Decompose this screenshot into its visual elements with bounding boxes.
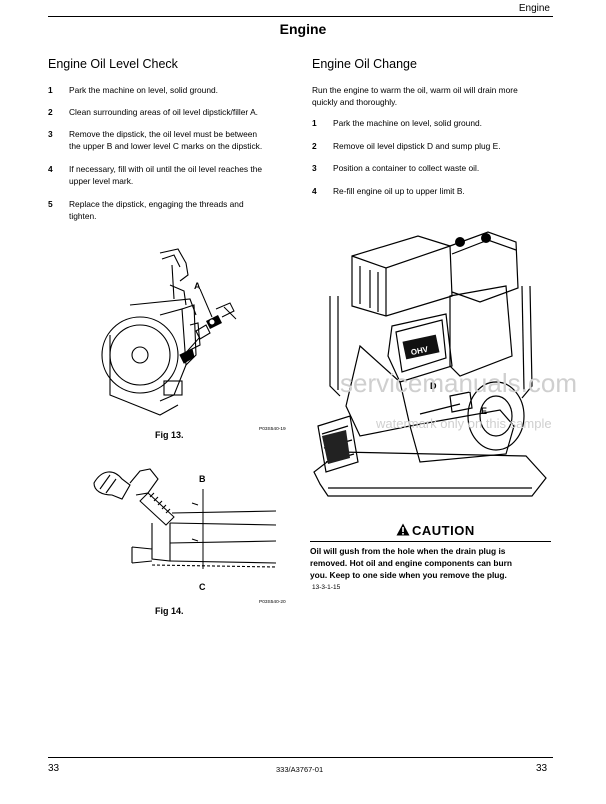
caution-title: CAUTION xyxy=(412,523,475,538)
watermark-sample: watermark only on this sample xyxy=(375,416,552,431)
fig14-dipstick-marks-illustration xyxy=(93,468,277,569)
engine-callout-e: E xyxy=(481,406,488,416)
fig14-label: Fig 14. xyxy=(155,606,184,616)
fig13-callout-a: A xyxy=(194,281,201,291)
left-step-5: 5 Replace the dipstick, engaging the thr… xyxy=(48,199,244,221)
engine-callout-d: D xyxy=(430,381,437,391)
watermark-overlay: servicemanuals.com watermark only on thi… xyxy=(340,368,577,431)
caution-text: Oil will gush from the hole when the dra… xyxy=(310,546,512,580)
fig14-code: P03S540-20 xyxy=(259,600,286,605)
watermark-site: servicemanuals.com xyxy=(340,368,577,398)
ohv-brand-mark: OHV xyxy=(410,345,429,358)
fig13-label: Fig 13. xyxy=(155,430,184,440)
page-number-left: 33 xyxy=(48,763,60,774)
fig13-dipstick-illustration xyxy=(101,248,237,416)
oil-change-intro: Run the engine to warm the oil, warm oil… xyxy=(312,85,518,107)
page-number-right: 33 xyxy=(536,763,548,774)
left-step-3: 3 Remove the dipstick, the oil level mus… xyxy=(48,129,263,151)
page-title: Engine xyxy=(279,21,327,37)
fig14-callout-b: B xyxy=(199,474,206,484)
fig14-callout-c: C xyxy=(199,582,206,592)
left-step-4: 4 If necessary, fill with oil until the … xyxy=(48,164,263,186)
caution-code: 13-3-1-15 xyxy=(312,584,341,591)
fig13-code: P03S540-19 xyxy=(259,427,286,432)
document-number: 333/A3767-01 xyxy=(276,765,324,774)
header-rule xyxy=(48,16,553,17)
section-title-oil-change: Engine Oil Change xyxy=(312,57,417,71)
section-title-oil-level-check: Engine Oil Level Check xyxy=(48,57,178,71)
caution-rule xyxy=(310,541,551,542)
footer-rule xyxy=(48,757,553,758)
running-header: Engine xyxy=(518,3,550,14)
engine-compactor-illustration: OHV xyxy=(313,231,547,497)
warning-triangle-icon xyxy=(396,523,410,536)
